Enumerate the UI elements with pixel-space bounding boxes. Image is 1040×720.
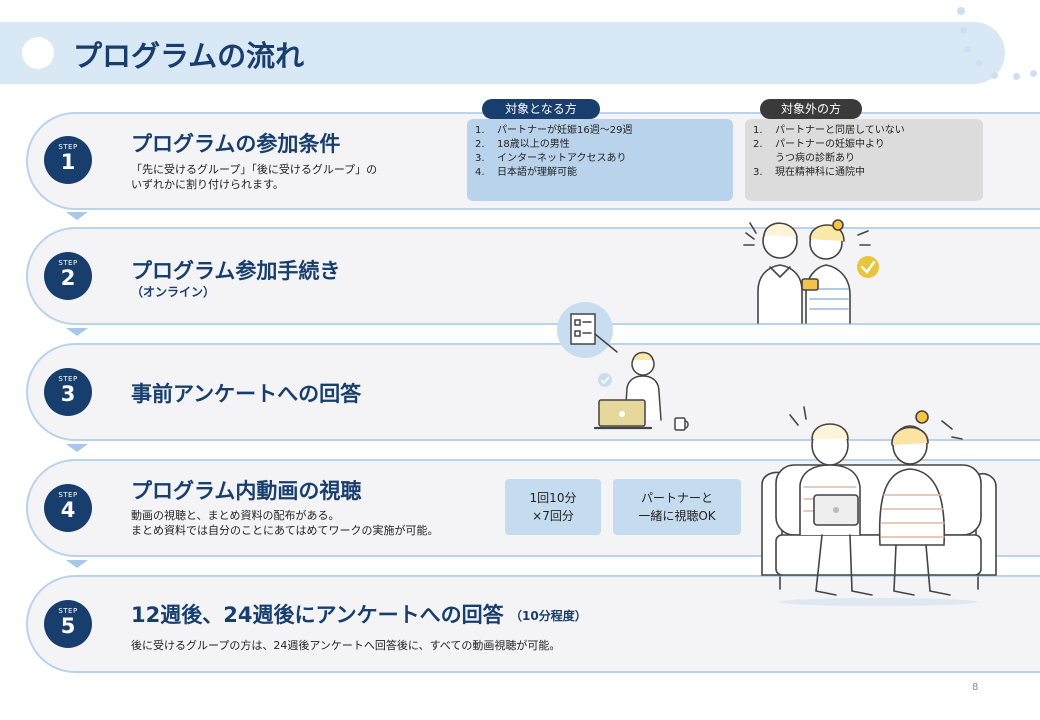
step-arrow xyxy=(66,444,88,452)
desc-line: 「先に受けるグループ」「後に受けるグループ」の xyxy=(131,163,378,176)
step-badge-label: STEP xyxy=(58,259,78,267)
item-text: 18歳以上の男性 xyxy=(497,139,570,150)
step-card-3 xyxy=(26,343,1040,441)
item-text: パートナーと同居していない xyxy=(775,125,905,136)
step-badge-4: STEP 4 xyxy=(44,484,92,532)
partner-box: パートナーと 一緒に視聴OK xyxy=(613,479,741,535)
laptop-survey-illustration xyxy=(557,302,689,431)
list-item: 2. パートナーの妊娠中より xyxy=(745,138,983,152)
couple-sofa-illustration xyxy=(761,406,997,606)
header-circle-icon xyxy=(22,37,54,69)
couple-phone-illustration xyxy=(743,219,879,324)
item-number: 2. xyxy=(753,139,763,150)
duration-line: 1回10分 xyxy=(529,491,577,505)
step-description: 後に受けるグループの方は、24週後アンケートへ回答後に、すべての動画視聴が可能。 xyxy=(131,638,560,653)
step-arrow xyxy=(66,328,88,336)
step-card-5 xyxy=(26,575,1040,673)
step-badge-label: STEP xyxy=(58,375,78,383)
item-text: パートナーが妊娠16週〜29週 xyxy=(497,125,633,136)
item-text: 現在精神科に通院中 xyxy=(775,167,865,178)
desc-line: 後に受けるグループの方は、24週後アンケートへ回答後に、すべての動画視聴が可能。 xyxy=(131,639,561,652)
page-title: プログラムの流れ xyxy=(73,39,305,73)
item-number: 3. xyxy=(753,167,763,178)
step-badge-label: STEP xyxy=(58,607,78,615)
desc-line: まとめ資料では自分のことにあてはめてワークの実施が可能。 xyxy=(131,524,439,537)
item-text: パートナーの妊娠中より xyxy=(775,139,885,150)
decor-dot xyxy=(991,72,998,79)
item-number: 1. xyxy=(475,125,485,136)
step-title: プログラム参加手続き xyxy=(131,259,341,283)
step-title: プログラム内動画の視聴 xyxy=(131,479,362,503)
partner-line: 一緒に視聴OK xyxy=(638,509,716,523)
decor-dot xyxy=(964,46,971,53)
step-badge-label: STEP xyxy=(58,491,78,499)
step-arrow xyxy=(66,560,88,568)
ineligible-box: 1. パートナーと同居していない 2. パートナーの妊娠中より うつ病の診断あり 3… xyxy=(745,119,983,201)
list-item: 2. 18歳以上の男性 xyxy=(467,138,733,152)
ineligible-heading: 対象外の方 xyxy=(760,99,862,119)
item-number: 3. xyxy=(475,153,485,164)
step-number: 4 xyxy=(60,498,76,522)
duration-line: ×7回分 xyxy=(532,509,574,523)
list-item: 1. パートナーと同居していない xyxy=(745,124,983,138)
item-text: インターネットアクセスあり xyxy=(497,153,627,164)
decor-dot xyxy=(960,27,967,34)
item-number: 2. xyxy=(475,139,485,150)
list-item: 3. 現在精神科に通院中 xyxy=(745,166,983,180)
step-subtitle: （オンライン） xyxy=(131,285,216,299)
eligible-heading: 対象となる方 xyxy=(482,99,600,119)
item-text: 日本語が理解可能 xyxy=(497,167,577,178)
decor-dot xyxy=(1013,73,1020,80)
header-band: プログラムの流れ xyxy=(0,22,1005,84)
step-description: 動画の視聴と、まとめ資料の配布がある。 まとめ資料では自分のことにあてはめてワー… xyxy=(131,508,439,538)
list-item: 3. インターネットアクセスあり xyxy=(467,152,733,166)
list-item: 4. 日本語が理解可能 xyxy=(467,166,733,180)
step-subtitle: （10分程度） xyxy=(510,609,587,623)
step-number: 1 xyxy=(60,150,76,174)
decor-dot xyxy=(957,7,965,15)
decor-dot xyxy=(1030,70,1037,77)
step-title: 事前アンケートへの回答 xyxy=(131,382,362,406)
step-badge-3: STEP 3 xyxy=(44,368,92,416)
step-number: 2 xyxy=(60,266,76,290)
list-item: 1. パートナーが妊娠16週〜29週 xyxy=(467,124,733,138)
step-badge-1: STEP 1 xyxy=(44,136,92,184)
step-arrow xyxy=(66,212,88,220)
item-number: 4. xyxy=(475,167,485,178)
decor-dot xyxy=(976,60,982,66)
item-number: 1. xyxy=(753,125,763,136)
item-text: うつ病の診断あり xyxy=(775,153,855,164)
step-badge-2: STEP 2 xyxy=(44,252,92,300)
step-badge-label: STEP xyxy=(58,143,78,151)
partner-line: パートナーと xyxy=(640,491,713,505)
duration-box: 1回10分 ×7回分 xyxy=(505,479,601,535)
page-number: 8 xyxy=(972,682,979,693)
desc-line: いずれかに割り付けられます。 xyxy=(131,178,284,191)
eligible-box: 1. パートナーが妊娠16週〜29週 2. 18歳以上の男性 3. インターネットアク… xyxy=(467,119,733,201)
step-number: 3 xyxy=(60,382,76,406)
step-title: 12週後、24週後にアンケートへの回答 xyxy=(131,603,504,627)
step-number: 5 xyxy=(60,614,76,638)
step-badge-5: STEP 5 xyxy=(44,600,92,648)
step-title: プログラムの参加条件 xyxy=(131,132,341,156)
step-description: 「先に受けるグループ」「後に受けるグループ」の いずれかに割り付けられます。 xyxy=(131,162,377,192)
desc-line: 動画の視聴と、まとめ資料の配布がある。 xyxy=(131,509,340,522)
list-item: うつ病の診断あり xyxy=(745,152,983,166)
